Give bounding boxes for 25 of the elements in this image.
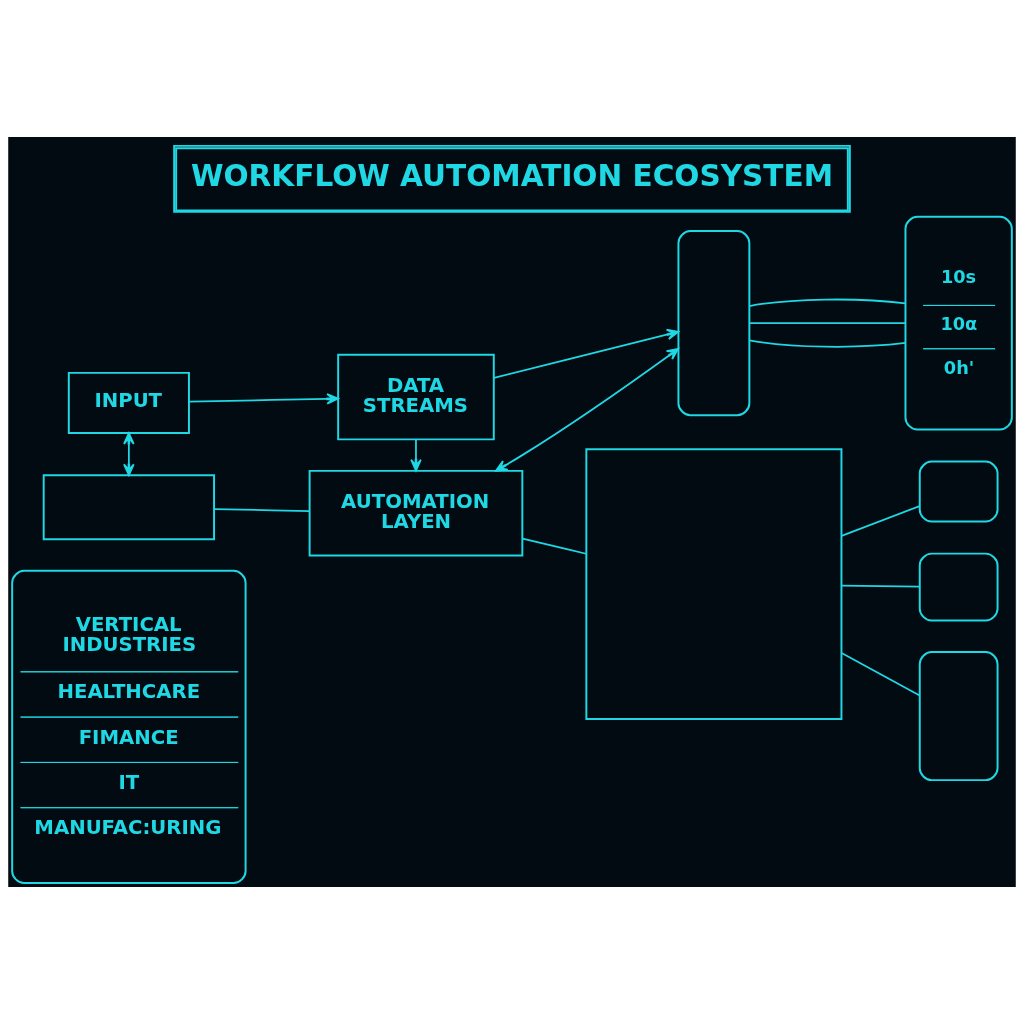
connector xyxy=(840,584,921,588)
arrow xyxy=(493,328,680,379)
node-box: INPUT xyxy=(67,371,190,434)
node-box xyxy=(918,460,999,523)
connector xyxy=(521,537,587,555)
node-box: VERTICAL INDUSTRIES HEALTHCARE FIMANCE IT MANUFAC:URING xyxy=(11,569,247,885)
node-box xyxy=(918,552,999,622)
arrow xyxy=(188,393,339,405)
connector xyxy=(213,508,311,512)
connector xyxy=(840,505,921,537)
node-box xyxy=(918,651,999,782)
connector xyxy=(748,339,907,348)
node-box: DATA STREAMS xyxy=(337,353,495,441)
connector xyxy=(748,322,907,325)
node-box xyxy=(42,474,216,541)
node-box xyxy=(585,448,843,721)
connector xyxy=(840,652,921,697)
arrow xyxy=(495,347,680,472)
node-box xyxy=(677,230,751,417)
arrow xyxy=(410,438,422,472)
node-box: AUTOMATION LAYEN xyxy=(308,469,524,557)
connector xyxy=(748,298,907,307)
diagram-title: WORKFLOW AUTOMATION ECOSYSTEM xyxy=(190,158,834,193)
node-box: 10s 10α 0h' xyxy=(904,215,1013,431)
arrow xyxy=(123,432,135,476)
